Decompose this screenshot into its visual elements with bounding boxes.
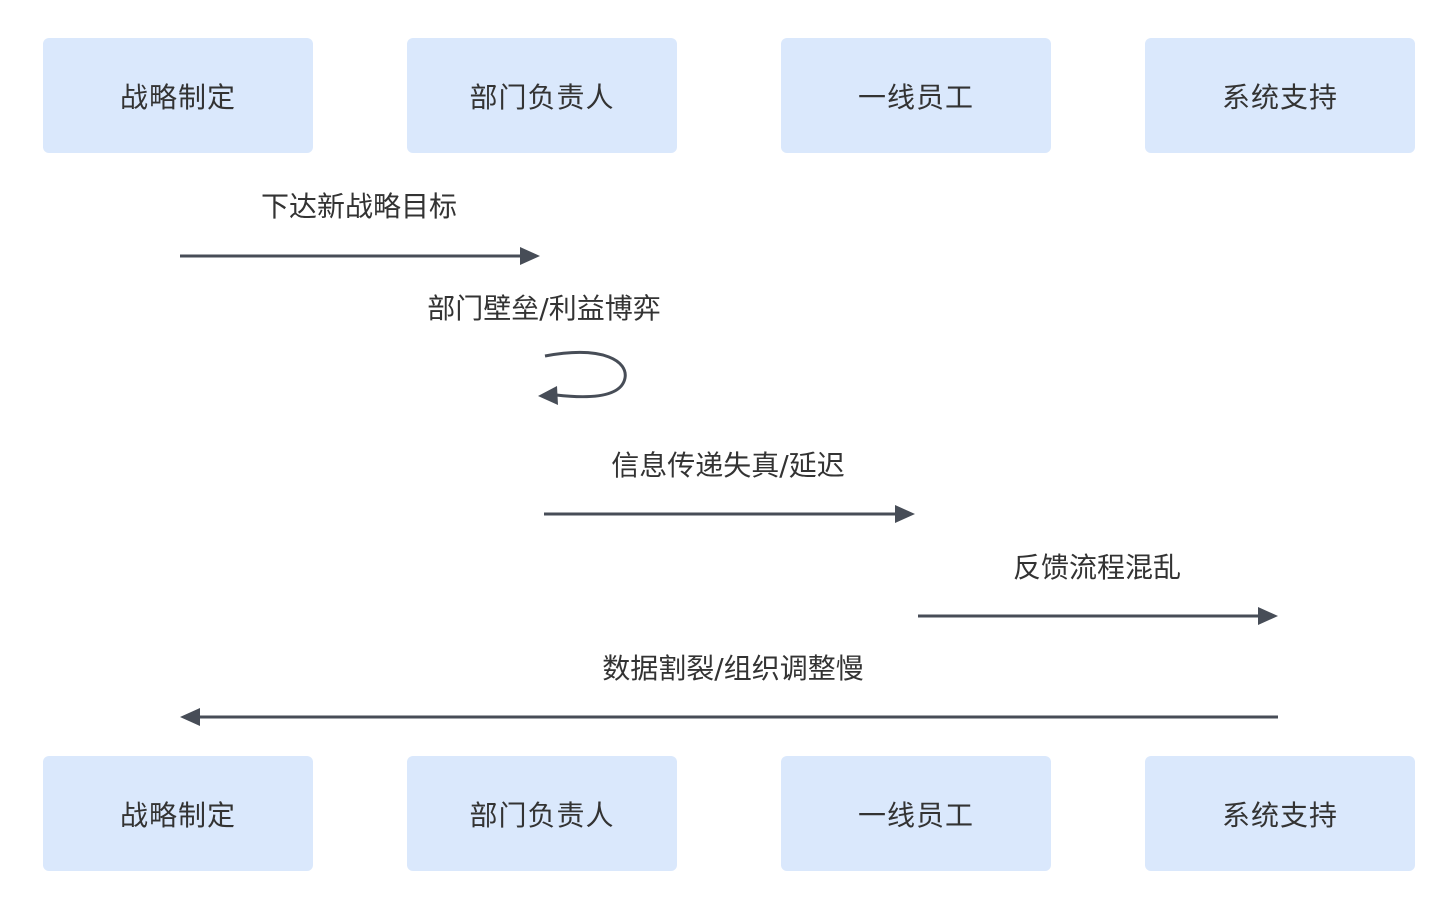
message-label-3: 信息传递失真/延迟	[611, 449, 845, 482]
participant-label: 战略制定	[119, 798, 236, 832]
message-arrow-3	[544, 505, 915, 523]
participant-system-top: 系统支持	[1145, 38, 1415, 153]
participant-system-bottom: 系统支持	[1145, 756, 1415, 871]
message-arrow-4	[918, 607, 1278, 625]
participant-frontline-top: 一线员工	[781, 38, 1051, 153]
participant-frontline-bottom: 一线员工	[781, 756, 1051, 871]
participant-dept-head-bottom: 部门负责人	[407, 756, 677, 871]
participant-label: 一线员工	[857, 798, 974, 832]
participant-dept-head-top: 部门负责人	[407, 38, 677, 153]
participant-label: 战略制定	[119, 80, 236, 114]
message-arrow-1	[180, 247, 540, 265]
message-arrow-5	[180, 708, 1278, 726]
message-label-5: 数据割裂/组织调整慢	[602, 652, 864, 685]
participant-label: 系统支持	[1221, 80, 1338, 114]
message-self-loop-arrow	[538, 351, 627, 405]
participant-label: 部门负责人	[469, 798, 615, 832]
participant-strategy-top: 战略制定	[43, 38, 313, 153]
message-label-2: 部门壁垒/利益博弈	[427, 292, 661, 325]
message-label-4: 反馈流程混乱	[1012, 551, 1182, 584]
message-label-1: 下达新战略目标	[260, 190, 458, 223]
participant-label: 一线员工	[857, 80, 974, 114]
participant-label: 部门负责人	[469, 80, 615, 114]
participant-strategy-bottom: 战略制定	[43, 756, 313, 871]
participant-label: 系统支持	[1221, 798, 1338, 832]
